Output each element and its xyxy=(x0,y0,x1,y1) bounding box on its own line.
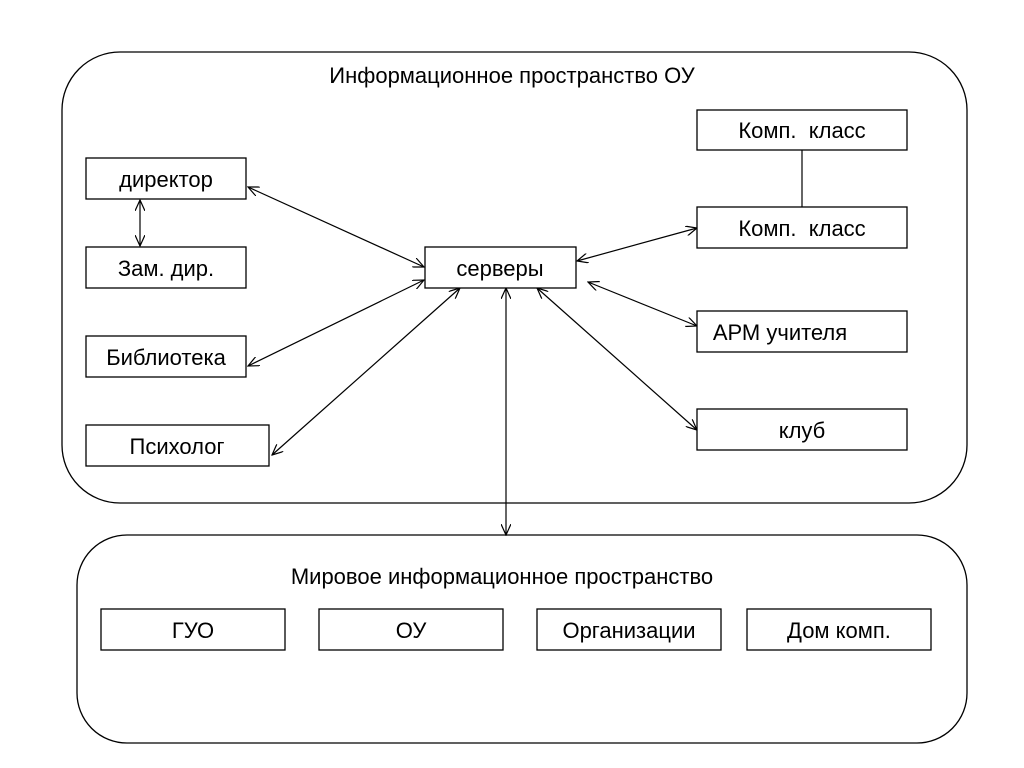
link-director-servers xyxy=(248,187,424,267)
node-organizations: Организации xyxy=(536,608,722,651)
node-guo-label: ГУО xyxy=(172,618,214,643)
node-teacher-ws-label: АРМ учителя xyxy=(713,320,847,345)
node-home-comp: Дом комп. xyxy=(746,608,932,651)
node-comp-class-2-label: Комп. класс xyxy=(738,216,865,241)
node-home-comp-label: Дом комп. xyxy=(787,618,891,643)
node-comp-class-1-label: Комп. класс xyxy=(738,118,865,143)
node-comp-class-1: Комп. класс xyxy=(696,109,908,151)
node-organizations-label: Организации xyxy=(562,618,695,643)
node-servers: серверы xyxy=(424,246,577,289)
node-library: Библиотека xyxy=(85,335,247,378)
node-servers-label: серверы xyxy=(456,256,543,281)
node-director-label: директор xyxy=(119,167,213,192)
node-club: клуб xyxy=(696,408,908,451)
node-comp-class-2: Комп. класс xyxy=(696,206,908,249)
node-director: директор xyxy=(85,157,247,200)
node-ou: ОУ xyxy=(318,608,504,651)
world-info-space-region xyxy=(76,534,968,744)
node-psychologist-label: Психолог xyxy=(130,434,225,459)
node-deputy-label: Зам. дир. xyxy=(118,256,214,281)
node-psychologist: Психолог xyxy=(85,424,270,467)
link-psychologist-servers xyxy=(272,288,460,455)
node-club-label: клуб xyxy=(779,418,826,443)
node-deputy: Зам. дир. xyxy=(85,246,247,289)
world-info-space-title: Мировое информационное пространство xyxy=(291,564,713,589)
link-servers-comp-class xyxy=(577,228,697,261)
node-guo: ГУО xyxy=(100,608,286,651)
node-library-label: Библиотека xyxy=(106,345,226,370)
node-teacher-ws: АРМ учителя xyxy=(696,310,908,353)
school-info-space-title: Информационное пространство ОУ xyxy=(329,63,695,88)
node-ou-label: ОУ xyxy=(396,618,428,643)
link-servers-club xyxy=(537,288,697,430)
